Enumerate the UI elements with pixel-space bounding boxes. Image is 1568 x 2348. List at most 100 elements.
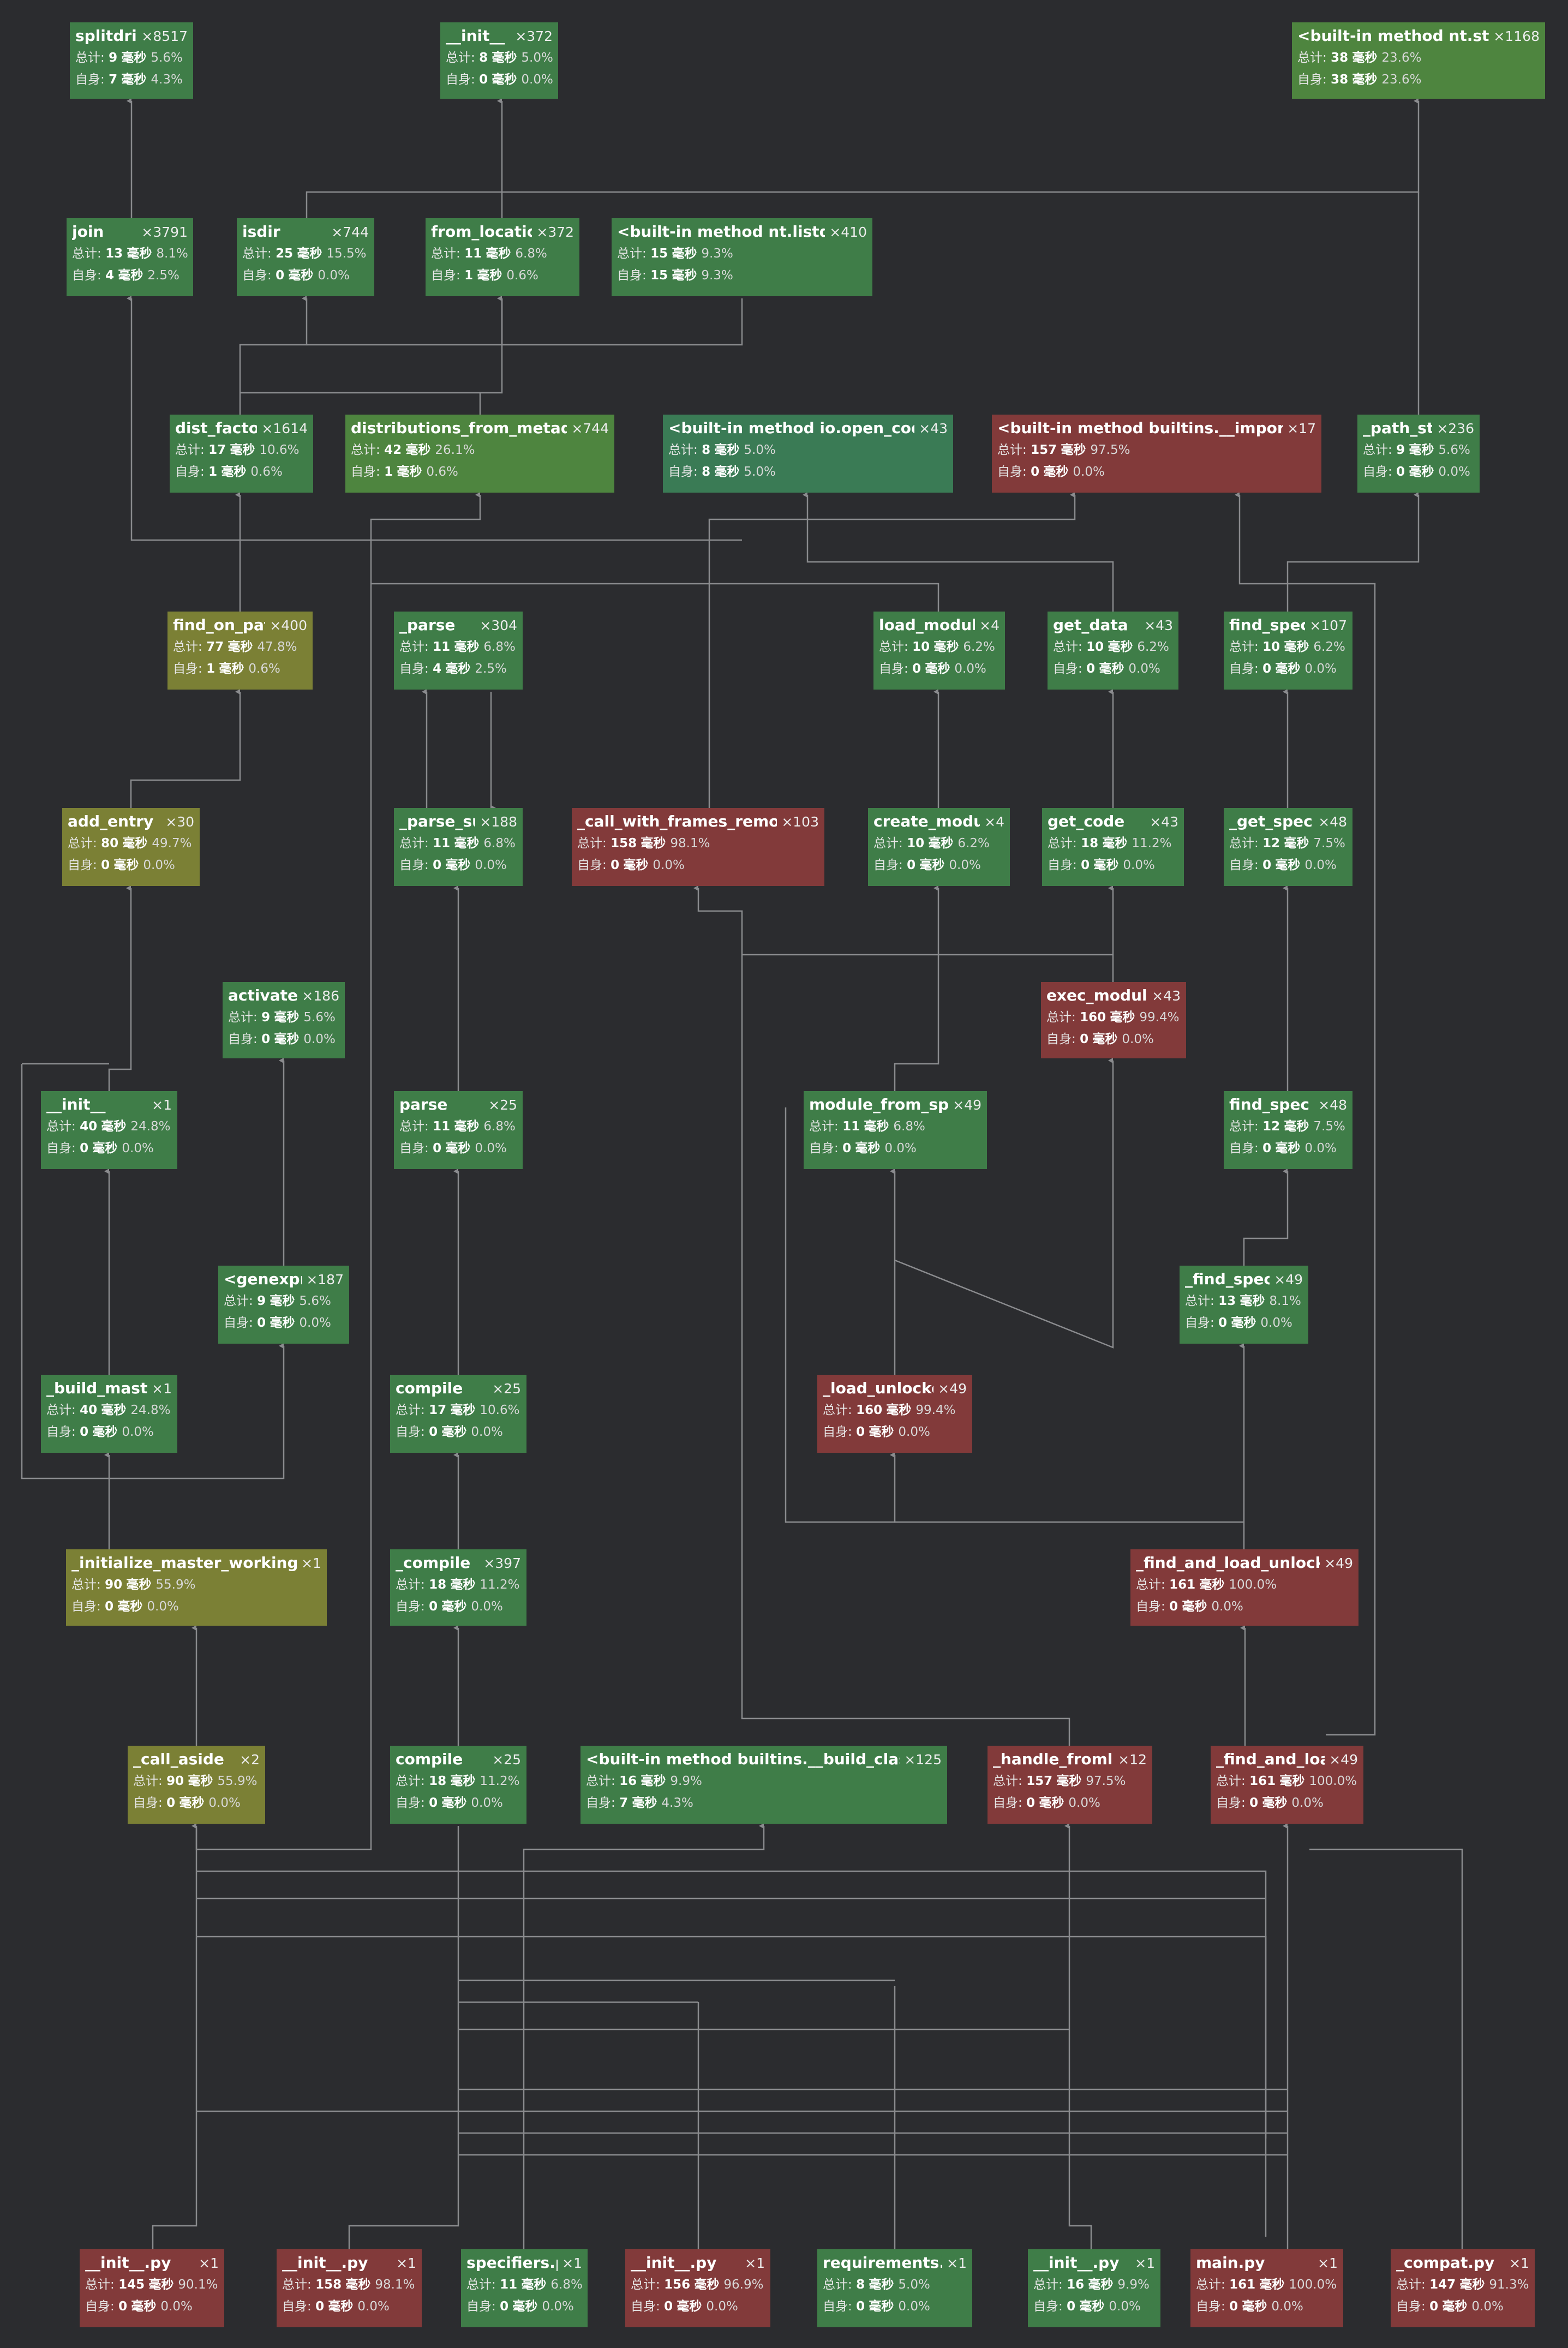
row-label: 总计: bbox=[1229, 640, 1259, 654]
time-unit: 毫秒 bbox=[148, 2278, 174, 2292]
time-unit: 毫秒 bbox=[297, 247, 322, 261]
time-value: 8 bbox=[479, 51, 488, 65]
time-unit: 毫秒 bbox=[454, 1119, 480, 1134]
function-node[interactable]: specifiers.py×1总计: 11 毫秒6.8%自身: 0 毫秒0.0% bbox=[461, 2249, 588, 2327]
time-value: 9 bbox=[257, 1294, 266, 1308]
call-edge bbox=[523, 1823, 765, 2249]
node-header: __init__×1 bbox=[46, 1095, 172, 1115]
function-node[interactable]: create_module×4总计: 10 毫秒6.2%自身: 0 毫秒0.0% bbox=[868, 808, 1010, 886]
node-header: get_code×43 bbox=[1048, 812, 1178, 831]
row-label: 自身: bbox=[997, 465, 1027, 479]
row-label: 自身: bbox=[71, 1600, 101, 1614]
time-percent: 5.6% bbox=[303, 1010, 336, 1025]
node-header: isdir×744 bbox=[242, 223, 369, 242]
time-value: 12 bbox=[1262, 836, 1280, 850]
time-unit: 毫秒 bbox=[1043, 465, 1069, 479]
time-percent: 5.0% bbox=[898, 2278, 930, 2292]
row-label: 总计: bbox=[1185, 1294, 1214, 1308]
row-label: 自身: bbox=[396, 1600, 425, 1614]
call-count: ×1614 bbox=[261, 421, 308, 436]
function-name: _call_aside bbox=[133, 1750, 224, 1768]
row-label: 自身: bbox=[1229, 1141, 1259, 1155]
time-value: 0 bbox=[1169, 1600, 1178, 1614]
row-label: 总计: bbox=[446, 51, 475, 65]
function-name: get_code bbox=[1048, 812, 1125, 830]
row-label: 自身: bbox=[173, 662, 202, 676]
time-value: 0 bbox=[257, 1316, 266, 1330]
time-unit: 毫秒 bbox=[274, 1032, 300, 1046]
node-header: get_data×43 bbox=[1053, 616, 1173, 635]
function-name: <built-in method builtins.__import__> bbox=[997, 419, 1283, 437]
function-node[interactable]: <built-in method builtins.__import__>×17… bbox=[992, 415, 1321, 493]
function-name: _compat.py bbox=[1396, 2254, 1495, 2272]
time-unit: 毫秒 bbox=[1442, 2299, 1468, 2314]
time-percent: 6.8% bbox=[515, 247, 547, 261]
row-label: 总计: bbox=[396, 1403, 425, 1417]
row-label: 总计: bbox=[1046, 1010, 1076, 1025]
time-unit: 毫秒 bbox=[113, 858, 139, 872]
function-node[interactable]: load_module×4总计: 10 毫秒6.2%自身: 0 毫秒0.0% bbox=[873, 612, 1005, 690]
row-label: 总计: bbox=[1136, 1578, 1165, 1592]
function-name: <genexpr> bbox=[224, 1270, 302, 1288]
time-unit: 毫秒 bbox=[477, 268, 502, 283]
function-node[interactable]: requirements.py×1总计: 8 毫秒5.0%自身: 0 毫秒0.0… bbox=[817, 2249, 972, 2327]
time-value: 161 bbox=[1249, 1774, 1276, 1788]
function-node[interactable]: <built-in method builtins.__build_class_… bbox=[580, 1746, 947, 1824]
function-node[interactable]: _initialize_master_working_set×1总计: 90 毫… bbox=[66, 1549, 327, 1626]
